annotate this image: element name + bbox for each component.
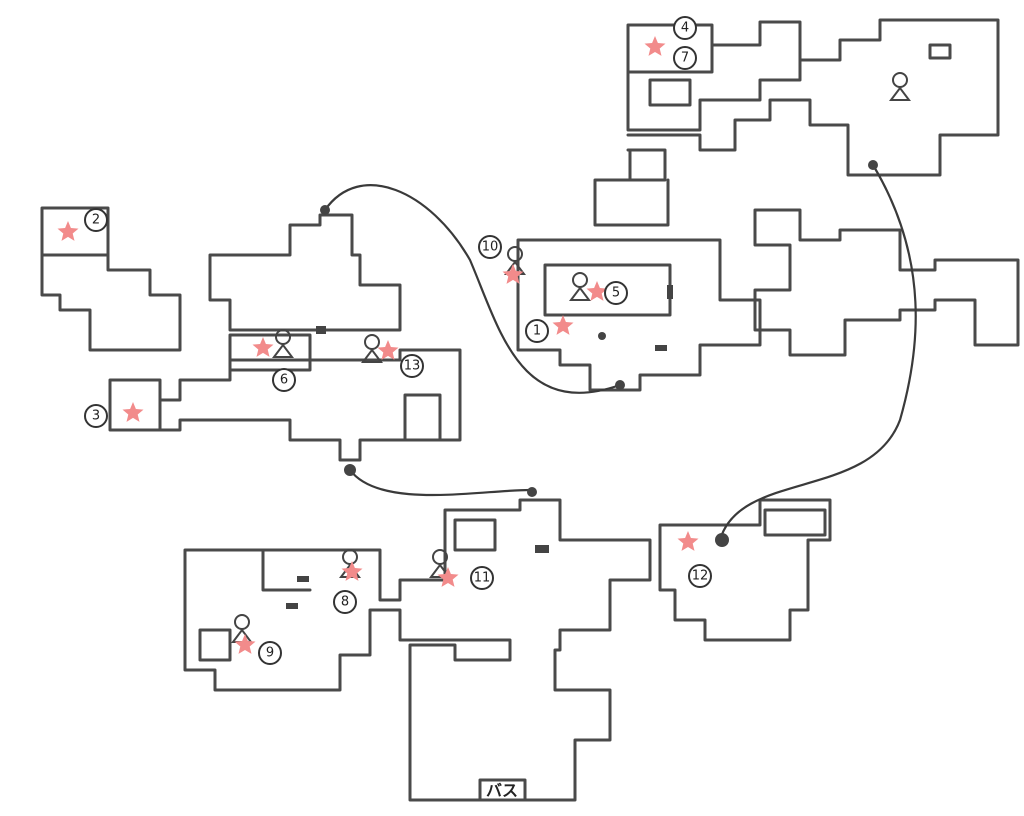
star-marker-4 (644, 36, 666, 56)
person-icon (361, 334, 383, 363)
marker-number-8[interactable]: 8 (333, 590, 357, 614)
person-icon (889, 72, 911, 101)
number-label: 7 (681, 51, 689, 66)
person-icon (429, 549, 451, 578)
person-icon (231, 614, 253, 643)
number-circle (470, 566, 494, 590)
marker-number-5[interactable]: 5 (604, 281, 628, 305)
star-marker-10 (502, 264, 524, 284)
marker-number-9[interactable]: 9 (258, 641, 282, 665)
marker-number-2[interactable]: 2 (84, 208, 108, 232)
star-marker-11 (437, 567, 459, 587)
number-label: 4 (681, 21, 689, 36)
number-circle (673, 16, 697, 40)
number-label: 6 (280, 373, 288, 388)
number-label: 9 (266, 646, 274, 661)
marker-number-6[interactable]: 6 (272, 368, 296, 392)
number-label: 2 (92, 213, 100, 228)
marker-number-12[interactable]: 12 (688, 564, 712, 588)
person-icon (569, 272, 591, 301)
marker-number-10[interactable]: 10 (478, 235, 502, 259)
number-label: 13 (404, 359, 421, 374)
number-circle (604, 281, 628, 305)
walls (40, 18, 1020, 802)
person-icons (231, 72, 911, 643)
number-circle (272, 368, 296, 392)
number-circle (478, 235, 502, 259)
number-circle (258, 641, 282, 665)
star-marker-13 (377, 340, 399, 360)
number-circle (688, 564, 712, 588)
marker-number-7[interactable]: 7 (673, 46, 697, 70)
number-circle (333, 590, 357, 614)
doors (286, 160, 878, 609)
marker-number-4[interactable]: 4 (673, 16, 697, 40)
number-circle (84, 404, 108, 428)
number-label: 3 (92, 409, 100, 424)
star-marker-5 (586, 281, 608, 301)
number-label: 10 (482, 240, 499, 255)
star-marker-1 (552, 315, 574, 335)
star-marker-3 (122, 402, 144, 422)
bus-label: バス (486, 781, 518, 800)
marker-number-13[interactable]: 13 (400, 354, 424, 378)
number-label: 8 (341, 595, 349, 610)
star-markers (57, 36, 699, 654)
number-circle (84, 208, 108, 232)
number-label: 1 (533, 324, 541, 339)
star-marker-9 (234, 634, 256, 654)
number-circle (673, 46, 697, 70)
number-label: 11 (474, 571, 491, 586)
number-circle (400, 354, 424, 378)
star-marker-8 (341, 561, 363, 581)
star-marker-6 (252, 337, 274, 357)
person-icon (272, 329, 294, 358)
star-marker-12 (677, 531, 699, 551)
connecting-paths (324, 164, 917, 541)
marker-number-3[interactable]: 3 (84, 404, 108, 428)
number-label: 12 (692, 569, 709, 584)
star-marker-2 (57, 221, 79, 241)
number-label: 5 (612, 286, 620, 301)
marker-number-11[interactable]: 11 (470, 566, 494, 590)
marker-number-1[interactable]: 1 (525, 319, 549, 343)
number-circle (525, 319, 549, 343)
